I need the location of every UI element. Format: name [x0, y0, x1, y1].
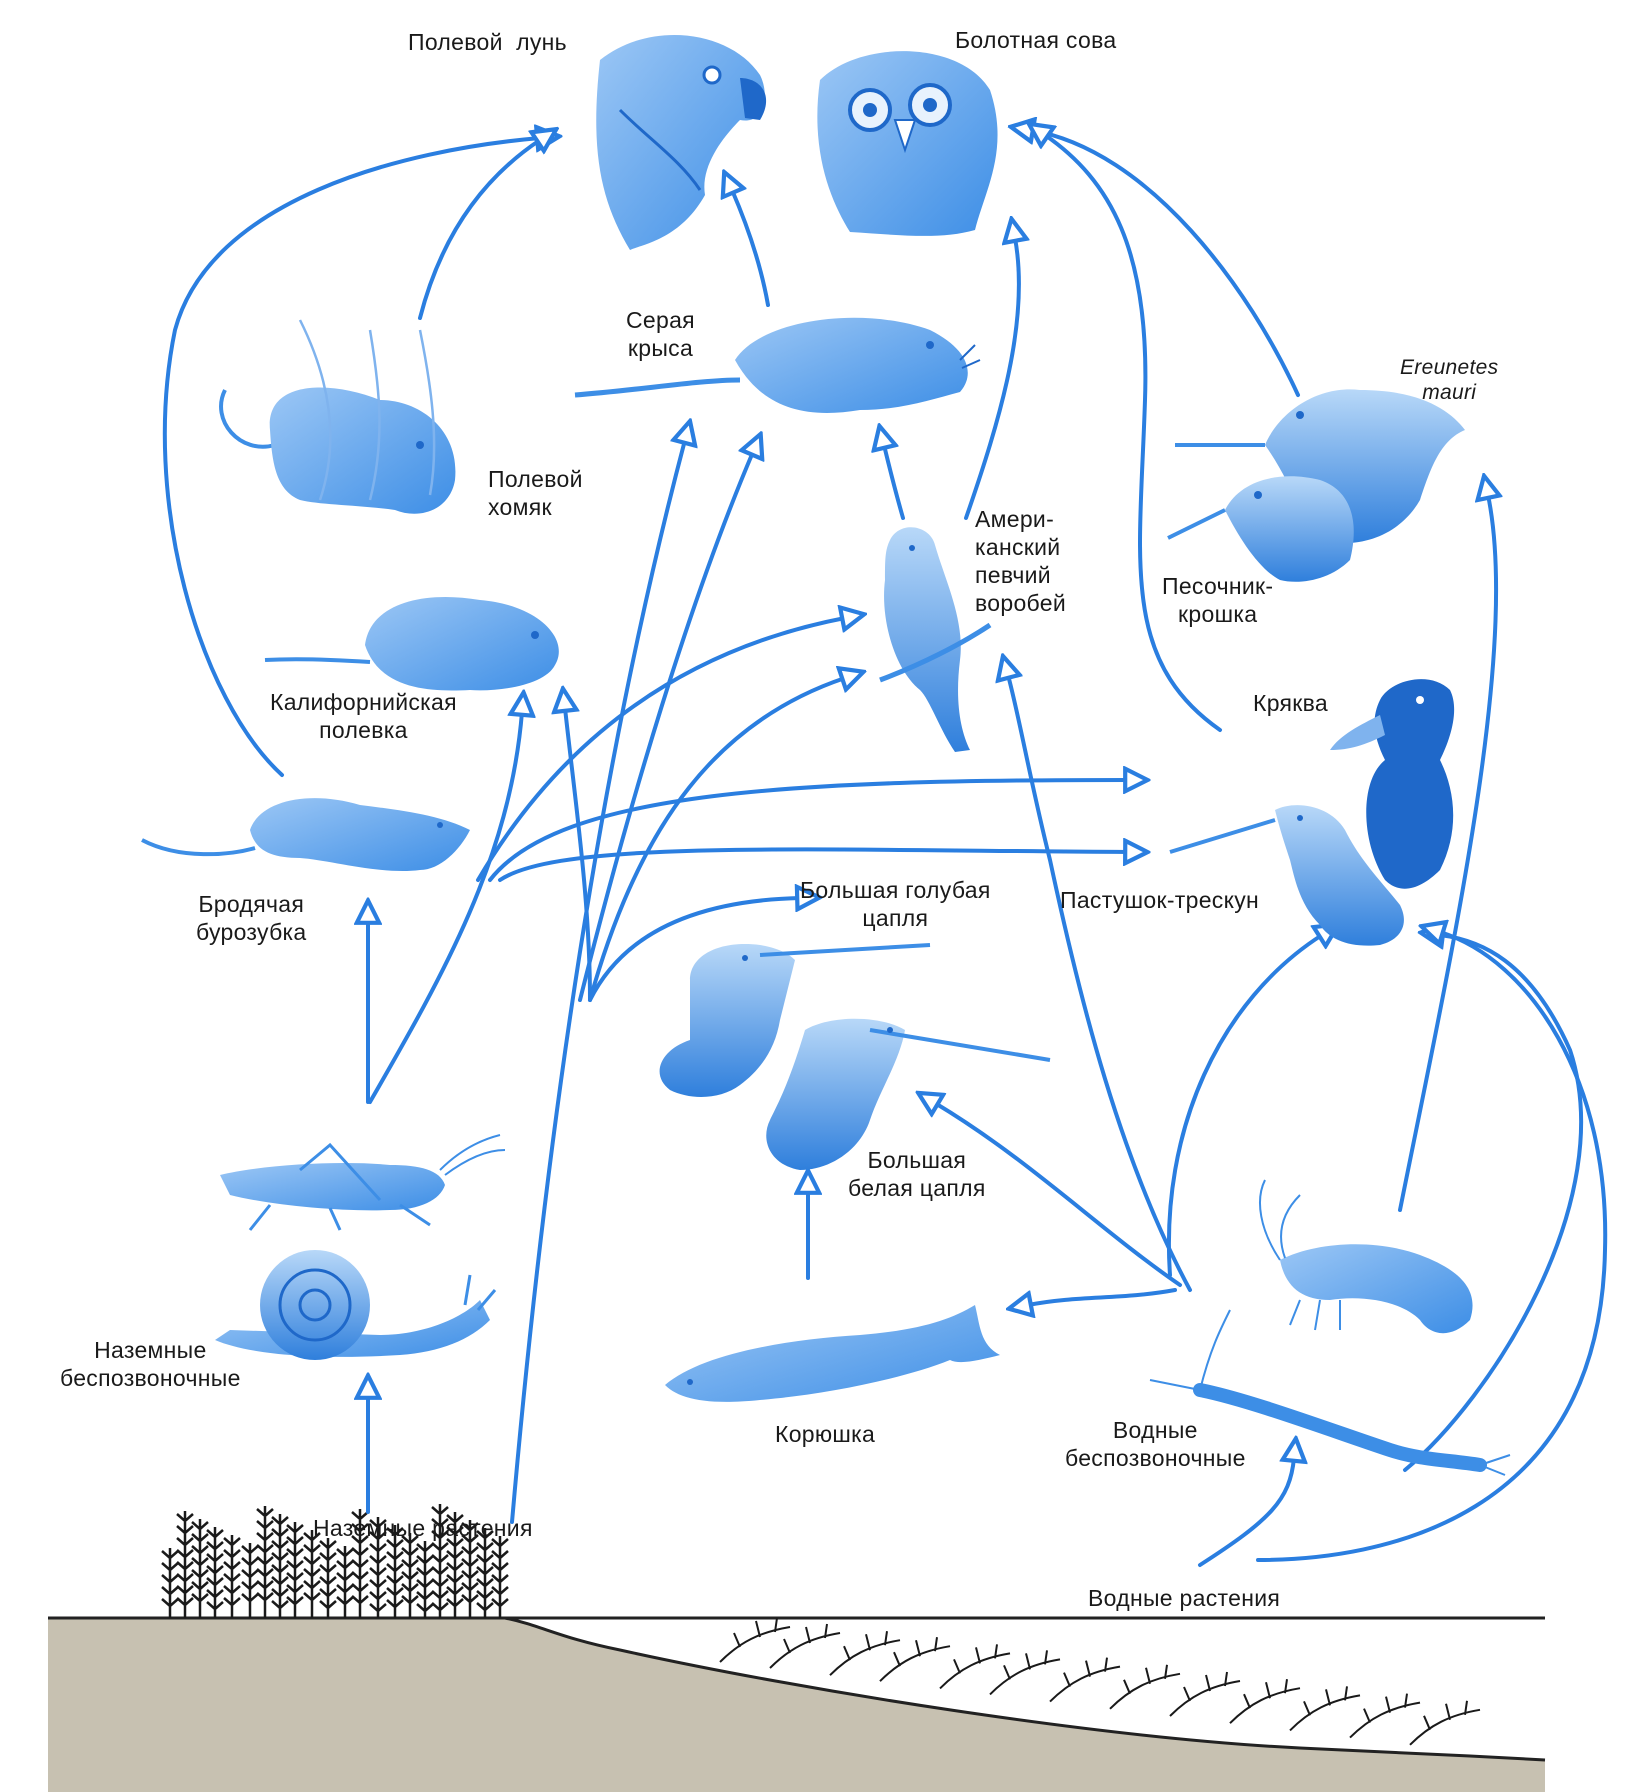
harrier-icon [596, 34, 767, 250]
label-hamster: Полевой хомяк [488, 466, 583, 520]
arrow-waterinv-to-smelt [1028, 1288, 1177, 1305]
shrimp-icon [1259, 1179, 1473, 1334]
arrow-insects-to-mallard [488, 780, 1128, 882]
label-land-plants: Наземные растения [313, 1515, 533, 1541]
arrow-waterinv-to-rail [1167, 935, 1322, 1277]
label-blue-heron: Большая голубая цапля [800, 877, 991, 931]
label-rat: Серая крыса [626, 307, 695, 361]
label-water-plants: Водные растения [1088, 1585, 1281, 1611]
land-plants-icon [161, 1504, 509, 1618]
food-web-arrows [162, 130, 1608, 1567]
arrow-mallard-to-owl [1045, 135, 1222, 732]
water-plants-icon [719, 1617, 1481, 1746]
arrow-sparrow-to-rat [884, 445, 905, 520]
label-water-invertebrates: Водные беспозвоночные [1065, 1417, 1246, 1471]
label-rail: Пастушок-трескун [1060, 887, 1260, 913]
arrow-insects-to-blueheron [588, 898, 800, 1002]
label-harrier: Полевой лунь [408, 29, 567, 55]
mallard-icon [1330, 679, 1455, 889]
label-ereunetes: Ereunetes mauri [1400, 356, 1499, 404]
arrow-rat-to-harrier [732, 190, 770, 307]
label-sparrow: Амери- канский певчий воробей [975, 506, 1066, 616]
arrow-waterplants-to-waterinv [1198, 1458, 1294, 1567]
arrow-insects-to-sparrow [476, 618, 845, 882]
owl-icon [817, 51, 998, 236]
arrow-insects-to-vole [368, 712, 522, 1104]
arrow-shrimp-to-sandpiper [1398, 495, 1496, 1212]
snail-icon [215, 1250, 497, 1360]
label-shrew: Бродячая бурозубка [196, 891, 307, 945]
vole-icon [264, 597, 559, 691]
label-sandpiper: Песочник- крошка [1162, 573, 1274, 627]
arrow-insects-to-rat [578, 452, 753, 1002]
egret-icon [766, 1018, 1051, 1170]
grasshopper-icon [220, 1134, 506, 1231]
arrow-insects2-to-sparrow [588, 678, 845, 1002]
sparrow-icon [879, 527, 992, 752]
label-egret: Большая белая цапля [848, 1147, 986, 1201]
label-vole: Калифорнийская полевка [270, 689, 457, 743]
label-owl: Болотная сова [955, 27, 1117, 53]
label-mallard: Кряква [1253, 690, 1329, 716]
arrow-waterplants-to-mallard [1256, 932, 1608, 1562]
arrow-plants-to-rat [510, 440, 685, 1524]
arrow-waterinv-to-egret [935, 1103, 1182, 1287]
shrew-icon [141, 798, 470, 872]
arrow-waterinv-to-sparrow [1008, 675, 1192, 1292]
worm-icon [1149, 1309, 1511, 1476]
label-smelt: Корюшка [775, 1421, 876, 1447]
heron-icon [659, 943, 931, 1097]
arrow-shrew-to-harrier [162, 138, 540, 777]
smelt-icon [665, 1305, 1000, 1402]
arrow-insects-to-rail [498, 849, 1128, 882]
sandpiper-icon [1167, 389, 1465, 582]
ground [48, 1616, 1546, 1792]
arrow-hamster-to-harrier [418, 140, 540, 320]
hamster-icon [219, 319, 456, 514]
arrow-waterinv-to-mallard [1403, 935, 1583, 1472]
label-land-invertebrates: Наземные беспозвоночные [60, 1337, 241, 1391]
rat-icon [574, 317, 981, 413]
rail-icon [1169, 805, 1404, 946]
arrow-insects2-to-vole [565, 708, 592, 1002]
arrow-sparrow-to-owl [964, 238, 1019, 520]
arrow-sandpiper-to-owl [1030, 130, 1300, 397]
